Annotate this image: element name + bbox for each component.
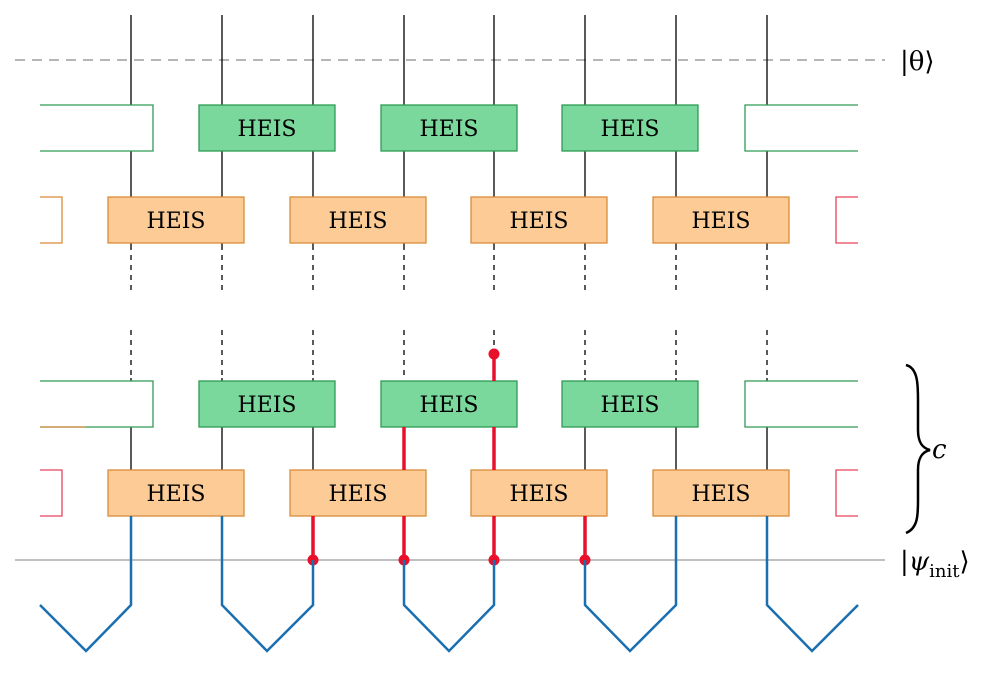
blue-pair-1 <box>39 516 133 653</box>
gate-label: HEIS <box>600 117 659 142</box>
top-green-gate-3: HEIS <box>561 104 699 152</box>
gate-label: HEIS <box>237 393 296 418</box>
bottom-orange-gate-1: HEIS <box>107 469 245 517</box>
top-orange-edge-left <box>40 196 63 244</box>
bottom-dashed-wires <box>130 330 768 378</box>
psi-init-ket-label: |ψinit⟩ <box>900 547 970 582</box>
gate-label: HEIS <box>237 117 296 142</box>
top-red-edge-right <box>835 196 858 244</box>
blue-pair-4 <box>583 516 678 653</box>
gate-label: HEIS <box>328 209 387 234</box>
bottom-orange-gate-2: HEIS <box>289 469 427 517</box>
bottom-green-gate-1: HEIS <box>198 380 336 428</box>
top-green-edge-left <box>40 104 154 152</box>
top-circuit-block: HEIS HEIS HEIS HEIS HEIS HEIS HEIS <box>40 15 858 290</box>
depth-brace <box>905 363 931 535</box>
top-dashed-wires <box>130 245 768 290</box>
gate-label: HEIS <box>328 482 387 507</box>
blue-pair-2 <box>220 516 315 653</box>
top-green-gate-2: HEIS <box>380 104 518 152</box>
theta-ket-label: |θ⟩ <box>900 47 935 77</box>
gate-label: HEIS <box>691 482 750 507</box>
top-green-gate-1: HEIS <box>198 104 336 152</box>
blue-initial-state <box>39 516 859 653</box>
top-orange-gate-1: HEIS <box>107 196 245 244</box>
bottom-orange-gate-4: HEIS <box>652 469 790 517</box>
top-orange-gate-2: HEIS <box>289 196 427 244</box>
blue-pair-5 <box>765 516 859 653</box>
top-orange-gate-4: HEIS <box>652 196 790 244</box>
depth-label-c: c <box>932 435 947 465</box>
gate-label: HEIS <box>146 482 205 507</box>
gate-label: HEIS <box>509 482 568 507</box>
gate-label: HEIS <box>419 117 478 142</box>
bottom-green-edge-right <box>744 380 858 428</box>
gate-label: HEIS <box>691 209 750 234</box>
gate-label: HEIS <box>600 393 659 418</box>
gate-label: HEIS <box>509 209 568 234</box>
bottom-orange-gate-3: HEIS <box>470 469 608 517</box>
bottom-circuit-block: HEIS HEIS HEIS HEIS HEIS HEIS HEIS <box>39 330 859 653</box>
blue-pair-3 <box>402 560 496 653</box>
top-orange-gate-3: HEIS <box>470 196 608 244</box>
red-light-cone <box>311 354 587 560</box>
gate-label: HEIS <box>146 209 205 234</box>
bottom-red-edge-left <box>40 469 63 517</box>
gate-label: HEIS <box>419 393 478 418</box>
red-dot-wire-5-top <box>488 348 500 360</box>
bottom-green-gate-3: HEIS <box>561 380 699 428</box>
top-green-edge-right <box>744 104 858 152</box>
bottom-green-edge-left <box>40 380 154 428</box>
bottom-green-gate-2: HEIS <box>380 380 518 428</box>
bottom-red-edge-right <box>835 469 858 517</box>
